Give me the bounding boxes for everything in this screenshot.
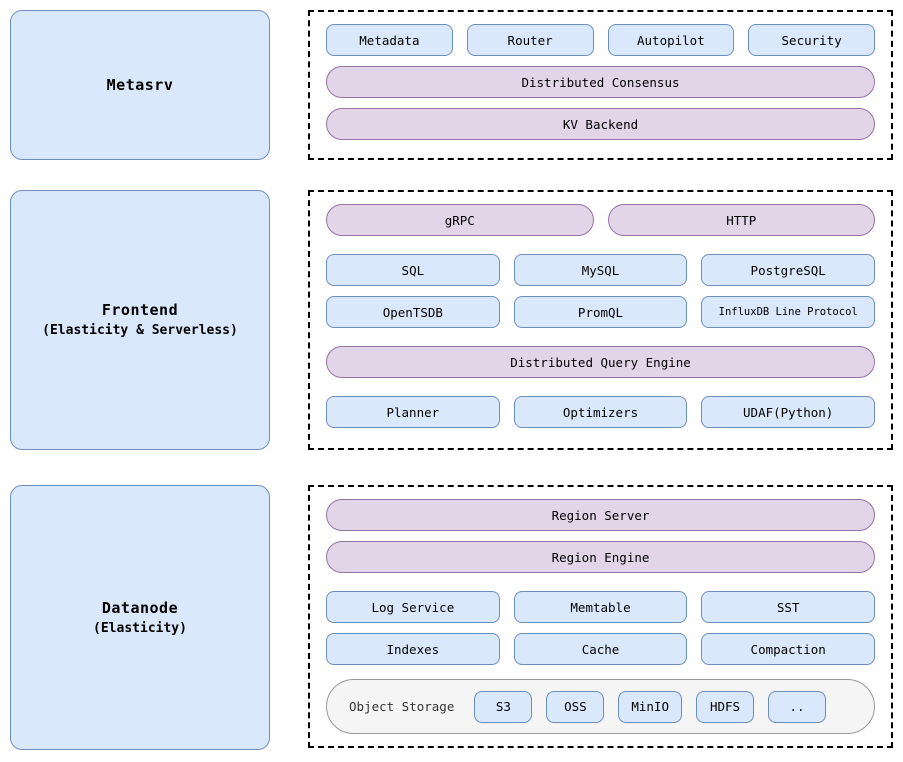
- node-udaf-python[interactable]: UDAF(Python): [701, 396, 876, 428]
- node-autopilot[interactable]: Autopilot: [607, 24, 735, 56]
- tier-title-frontend: Frontend: [101, 301, 179, 319]
- node-sst[interactable]: SST: [701, 591, 876, 623]
- node-log-service[interactable]: Log Service: [326, 591, 500, 623]
- node-mysql[interactable]: MySQL: [513, 254, 688, 286]
- node-row: Metadata Router Autopilot Security: [326, 24, 875, 56]
- object-storage-label: Object Storage: [349, 699, 455, 714]
- node-sql[interactable]: SQL: [326, 254, 500, 286]
- node-memtable[interactable]: Memtable: [513, 591, 688, 623]
- storage-backend-hdfs[interactable]: HDFS: [696, 690, 754, 723]
- tier-title-datanode: Datanode: [101, 598, 179, 617]
- node-row: Region Engine: [326, 541, 875, 573]
- node-row: gRPC HTTP: [326, 204, 875, 236]
- node-kv-backend[interactable]: KV Backend: [326, 108, 875, 140]
- storage-backend-more[interactable]: ..: [768, 690, 826, 723]
- node-postgresql[interactable]: PostgreSQL: [701, 254, 876, 286]
- node-row: OpenTSDB PromQL InfluxDB Line Protocol: [326, 296, 876, 328]
- node-planner[interactable]: Planner: [326, 396, 500, 428]
- tier-subtitle-datanode: (Elasticity): [93, 620, 187, 636]
- node-grpc[interactable]: gRPC: [326, 204, 594, 236]
- tier-group-datanode: Region Server Region Engine Log Service …: [308, 485, 893, 748]
- node-row: KV Backend: [326, 108, 875, 140]
- storage-backend-minio[interactable]: MinIO: [618, 690, 682, 723]
- tier-panel-metasrv: Metasrv: [10, 10, 270, 160]
- storage-backend-s3[interactable]: S3: [474, 690, 533, 723]
- node-region-engine[interactable]: Region Engine: [326, 541, 875, 573]
- node-row: Region Server: [326, 499, 875, 531]
- node-opentsdb[interactable]: OpenTSDB: [326, 296, 500, 328]
- tier-group-frontend: gRPC HTTP SQL MySQL PostgreSQL OpenTSDB …: [308, 190, 893, 450]
- node-row: Distributed Consensus: [326, 66, 875, 98]
- tier-subtitle-frontend: (Elasticity & Serverless): [42, 323, 238, 338]
- node-metadata[interactable]: Metadata: [326, 24, 453, 56]
- node-distributed-consensus[interactable]: Distributed Consensus: [326, 66, 875, 98]
- tier-group-metasrv: Metadata Router Autopilot Security Distr…: [308, 10, 893, 160]
- object-storage-band: Object Storage S3 OSS MinIO HDFS ..: [326, 679, 875, 734]
- node-row: Indexes Cache Compaction: [326, 633, 876, 665]
- node-indexes[interactable]: Indexes: [326, 633, 500, 665]
- node-cache[interactable]: Cache: [513, 633, 688, 665]
- node-influxdb-line-protocol[interactable]: InfluxDB Line Protocol: [701, 296, 876, 328]
- node-distributed-query-engine[interactable]: Distributed Query Engine: [326, 346, 875, 378]
- node-row: Distributed Query Engine: [326, 346, 875, 378]
- node-promql[interactable]: PromQL: [513, 296, 688, 328]
- node-compaction[interactable]: Compaction: [701, 633, 876, 665]
- tier-panel-datanode: Datanode (Elasticity): [10, 485, 270, 750]
- node-router[interactable]: Router: [466, 24, 594, 56]
- node-optimizers[interactable]: Optimizers: [513, 396, 688, 428]
- node-row: SQL MySQL PostgreSQL: [326, 254, 876, 286]
- storage-backend-oss[interactable]: OSS: [546, 690, 605, 723]
- node-row: Planner Optimizers UDAF(Python): [326, 396, 876, 428]
- node-http[interactable]: HTTP: [607, 204, 875, 236]
- node-security[interactable]: Security: [748, 24, 875, 56]
- tier-panel-frontend: Frontend (Elasticity & Serverless): [10, 190, 270, 450]
- tier-title-metasrv: Metasrv: [106, 76, 174, 94]
- node-row: Log Service Memtable SST: [326, 591, 876, 623]
- node-region-server[interactable]: Region Server: [326, 499, 875, 531]
